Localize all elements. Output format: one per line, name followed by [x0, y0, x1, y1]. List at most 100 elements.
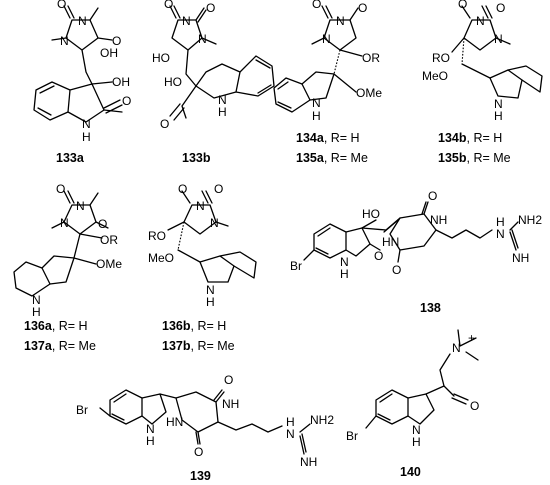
- atom-label: RO: [148, 229, 166, 243]
- compound-caption: 134b, R= H: [438, 131, 502, 145]
- compound-caption: 136b, R= H: [162, 319, 226, 333]
- atom-label: N: [82, 117, 91, 131]
- atom-label: O: [57, 0, 66, 11]
- atom-label: N: [340, 255, 349, 269]
- atom-label: N: [32, 293, 41, 307]
- atom-label: NH: [512, 251, 529, 265]
- atom-label: OMe: [356, 86, 382, 100]
- atom-label: N: [496, 227, 505, 241]
- compound-caption: 135a, R= Me: [296, 151, 368, 165]
- atom-label: OH: [100, 46, 118, 60]
- atom-label: HN: [166, 415, 183, 429]
- atom-label: OH: [112, 75, 130, 89]
- atom-label: +: [468, 331, 475, 345]
- compound-caption: 135b, R= Me: [438, 151, 511, 165]
- atom-label: Br: [346, 429, 358, 443]
- atom-label: NH: [430, 213, 447, 227]
- compound-caption: 134a, R= H: [296, 131, 360, 145]
- atom-label: HN: [382, 235, 399, 249]
- atom-label: H: [494, 109, 503, 123]
- atom-label: N: [494, 97, 503, 111]
- atom-label: O: [428, 189, 437, 203]
- atom-label: O: [214, 182, 223, 196]
- atom-label: N: [312, 96, 321, 110]
- compound-label: 140: [400, 465, 421, 479]
- atom-label: N: [198, 32, 207, 46]
- atom-label: N: [412, 423, 421, 437]
- atom-label: O: [178, 182, 187, 196]
- atom-label: N: [476, 14, 485, 28]
- atom-label: N: [322, 32, 331, 46]
- structure-138: HO O NH Br N H O HN O H N NH2 NH 138: [290, 189, 542, 315]
- atom-label: O: [194, 445, 203, 459]
- structure-140: N + O Br N H 140: [346, 329, 479, 479]
- atom-label: N: [60, 216, 69, 230]
- atom-label: H: [286, 415, 295, 429]
- atom-label: O: [164, 0, 173, 11]
- atom-label: H: [146, 434, 155, 448]
- atom-label: N: [196, 199, 205, 213]
- compound-caption: 136a, R= H: [24, 319, 88, 333]
- atom-label: O: [470, 399, 479, 413]
- atom-label: O: [392, 263, 401, 277]
- atom-label: O: [122, 94, 131, 108]
- atom-label: NH2: [310, 413, 334, 427]
- atom-label: H: [340, 267, 349, 281]
- atom-label: O: [112, 34, 121, 48]
- atom-label: N: [146, 422, 155, 436]
- atom-label: H: [82, 130, 91, 144]
- atom-label: N: [206, 283, 215, 297]
- atom-label: Br: [290, 259, 302, 273]
- atom-label: O: [206, 1, 215, 15]
- atom-label: O: [98, 217, 107, 231]
- atom-label: OR: [362, 51, 380, 65]
- atom-label: O: [224, 373, 233, 387]
- atom-label: NH2: [518, 213, 542, 227]
- atom-label: N: [60, 34, 69, 48]
- atom-label: N: [286, 427, 295, 441]
- compound-label: 133a: [56, 151, 85, 165]
- atom-label: N: [76, 199, 85, 213]
- atom-label: N: [182, 14, 191, 28]
- atom-label: O: [496, 1, 505, 15]
- atom-label: H: [32, 305, 41, 319]
- atom-label: H: [496, 215, 505, 229]
- structure-133b: O N O N HO HO O N H 133b: [152, 0, 275, 165]
- atom-label: NH: [300, 455, 317, 469]
- atom-label: O: [56, 182, 65, 196]
- atom-label: H: [412, 435, 421, 449]
- structure-136b: O N O N RO MeO N H 136b, R= H 137b, R= M…: [148, 182, 257, 353]
- atom-label: N: [78, 14, 87, 28]
- structure-136a: O N O N OR OMe N H 136a, R= H 137a, R= M…: [13, 182, 122, 353]
- atom-label: H: [312, 109, 321, 123]
- structure-133a: O N O N OH OH O N H 133a: [33, 0, 131, 165]
- atom-label: HO: [164, 75, 182, 89]
- compound-caption: 137a, R= Me: [24, 339, 96, 353]
- atom-label: OR: [100, 233, 118, 247]
- atom-label: N: [452, 341, 461, 355]
- atom-label: O: [312, 0, 321, 11]
- atom-label: O: [358, 1, 367, 15]
- atom-label: NH: [222, 397, 239, 411]
- atom-label: H: [218, 105, 227, 119]
- atom-label: O: [458, 0, 467, 11]
- atom-label: N: [336, 14, 345, 28]
- atom-label: Br: [76, 403, 88, 417]
- atom-label: RO: [432, 51, 450, 65]
- compound-label: 139: [190, 469, 211, 483]
- structure-139: O NH Br N H HN O H N NH2 NH 139: [76, 373, 334, 483]
- compound-caption: 137b, R= Me: [162, 339, 235, 353]
- atom-label: HO: [152, 51, 170, 65]
- atom-label: N: [218, 93, 227, 107]
- atom-label: H: [206, 295, 215, 309]
- atom-label: HO: [362, 207, 380, 221]
- atom-label: O: [160, 117, 169, 131]
- atom-label: N: [210, 216, 219, 230]
- atom-label: N: [494, 32, 503, 46]
- compound-label: 138: [420, 301, 441, 315]
- atom-label: MeO: [148, 251, 174, 265]
- atom-label: MeO: [422, 69, 448, 83]
- compound-label: 133b: [182, 151, 211, 165]
- atom-label: OMe: [96, 257, 122, 271]
